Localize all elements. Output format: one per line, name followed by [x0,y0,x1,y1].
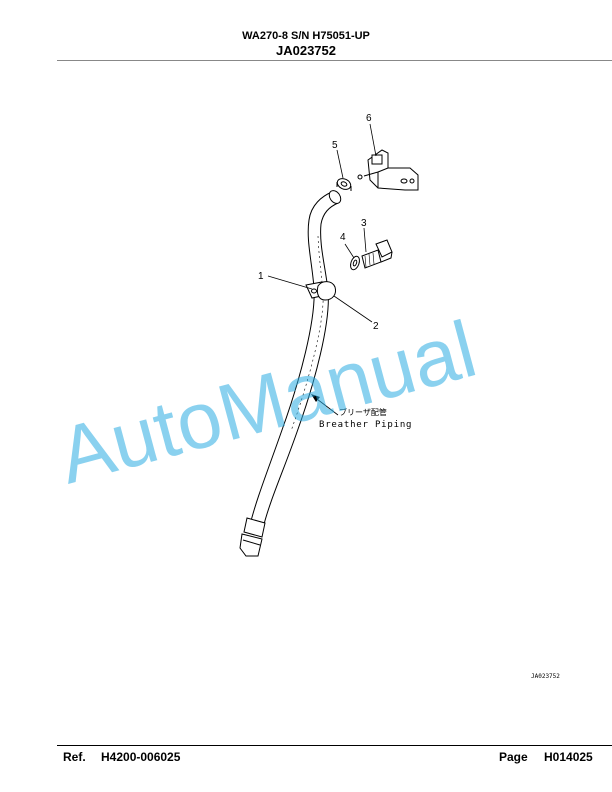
callout-4: 4 [340,232,346,243]
leader-lines [267,123,377,416]
callout-1: 1 [258,271,264,282]
callout-5: 5 [332,140,338,151]
leader-arrowhead [311,394,320,402]
clamp-part-1-2 [305,281,336,301]
bracket-part-6 [357,149,419,191]
callout-3: 3 [361,218,367,229]
header-divider [57,60,612,61]
callout-2: 2 [373,321,379,332]
ref-label: Ref. [63,750,86,764]
annotation-japanese: ブリーザ配管 [339,407,387,417]
drawing-id-header: JA023752 [276,43,336,58]
figure-code: JA023752 [531,673,560,680]
footer-divider [57,745,612,746]
page-label: Page [499,750,528,764]
breather-hose [249,191,339,529]
model-serial-header: WA270-8 S/N H75051-UP [242,30,370,42]
nut-part-5 [336,178,352,191]
ref-value: H4200-006025 [101,750,181,764]
callout-6: 6 [366,113,372,124]
hose-top-end [328,190,342,204]
washer-part-4 [350,255,360,271]
hose-end-fitting [239,517,266,557]
bolt-part-3 [361,239,393,269]
annotation-english: Breather Piping [319,420,412,430]
page-value: H014025 [544,750,593,764]
